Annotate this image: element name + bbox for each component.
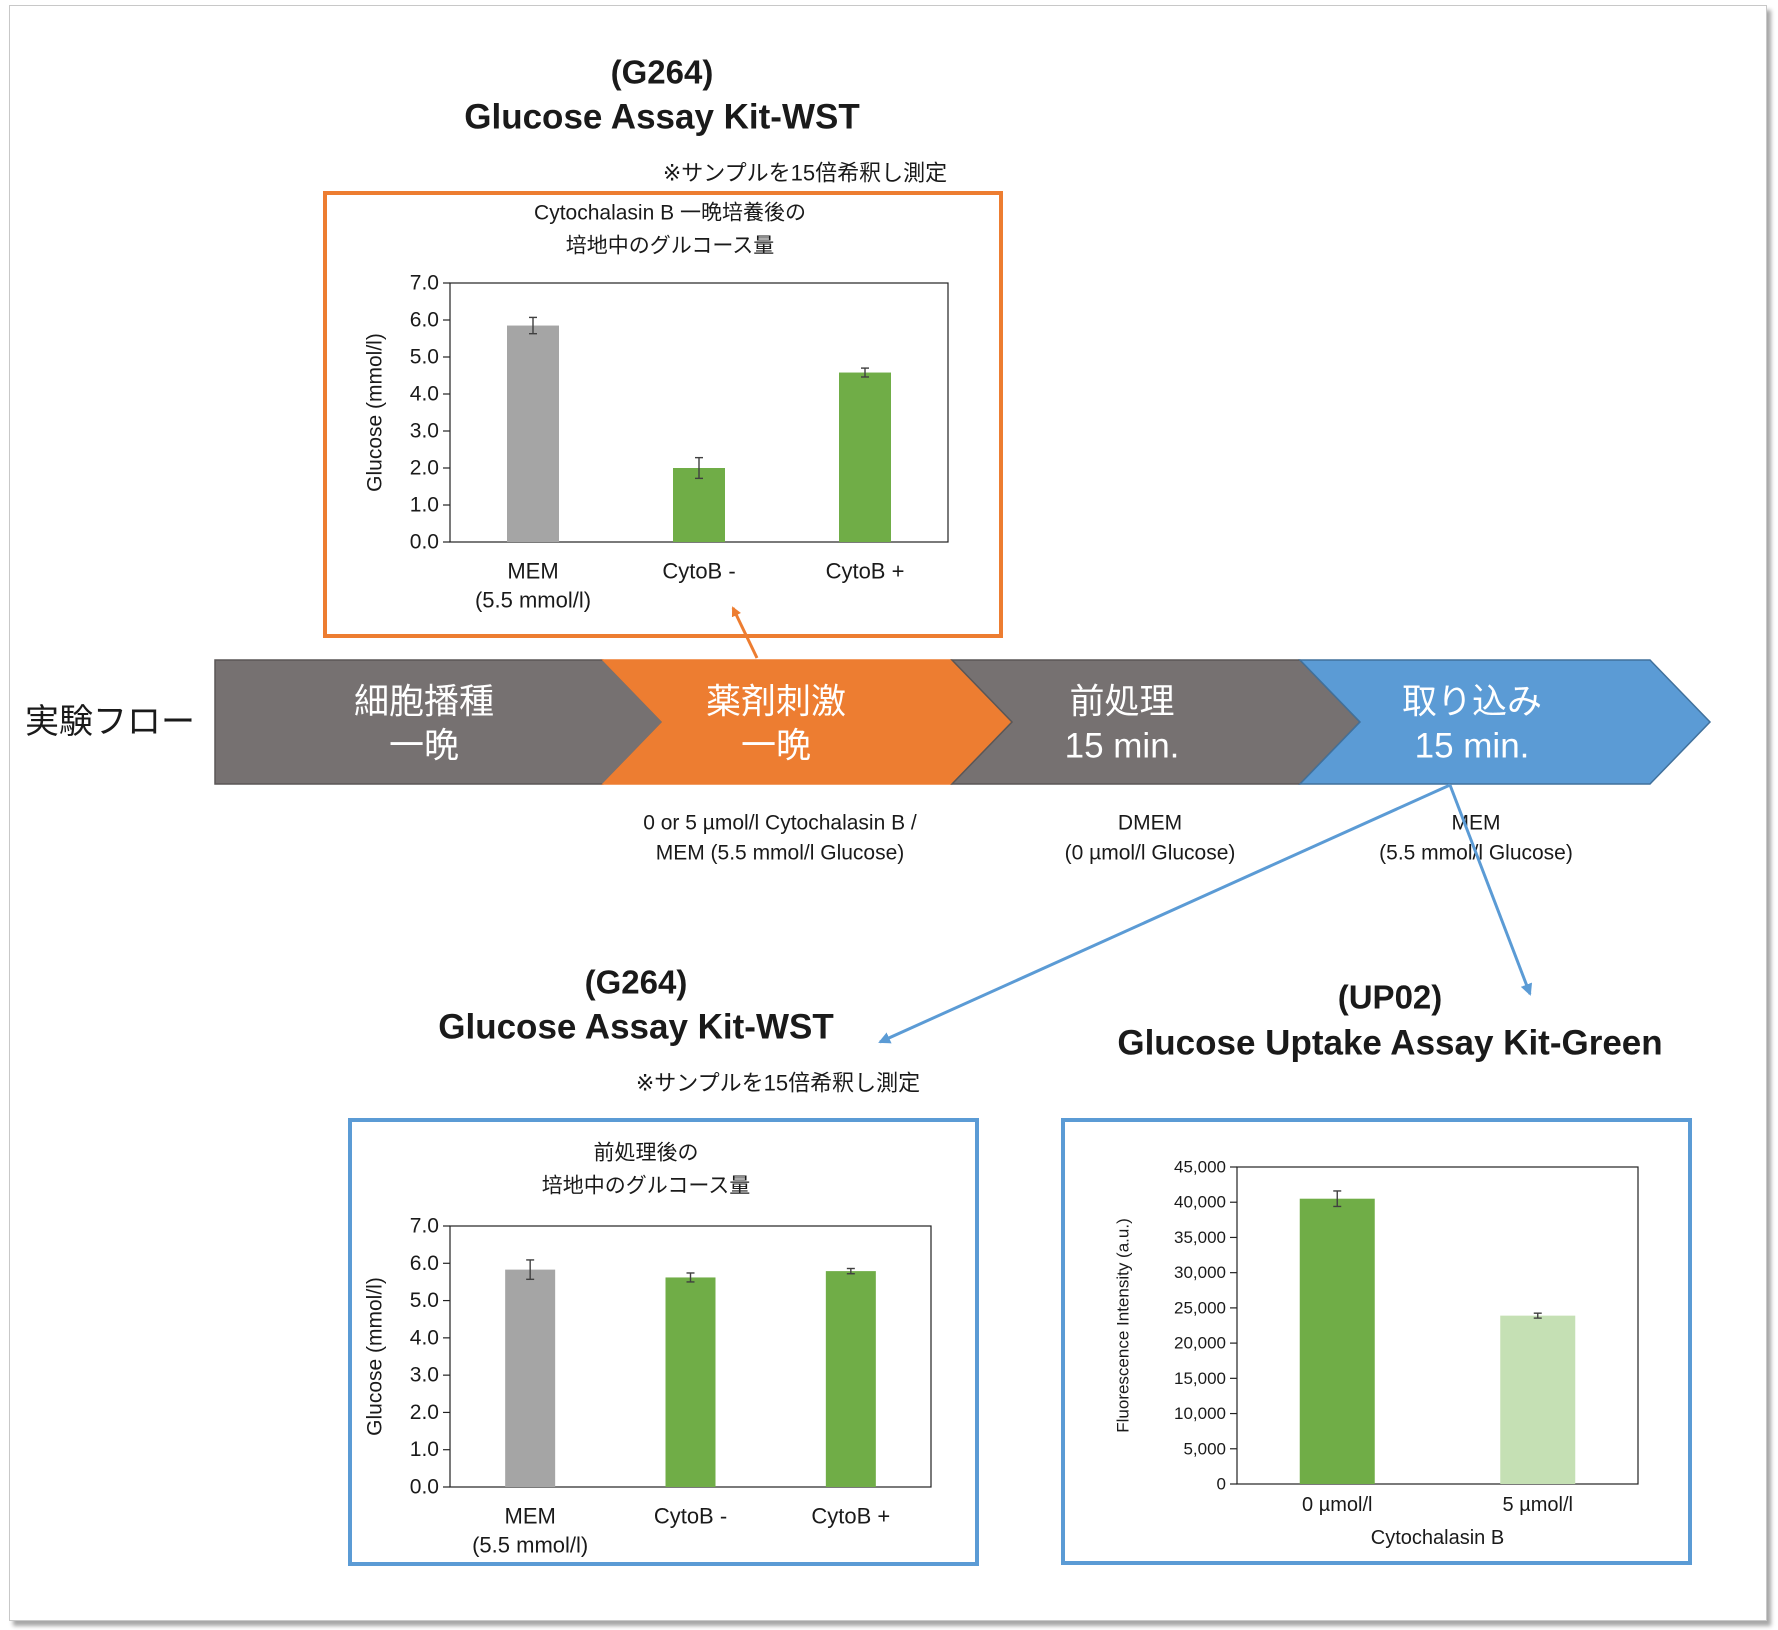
chart-title: Cytochalasin B 一晩培養後の — [534, 202, 806, 225]
x-tick-label: CytoB + — [811, 1504, 890, 1529]
arrow-to-top-panel — [731, 606, 759, 659]
bar — [1500, 1315, 1576, 1484]
plot-area — [1236, 1166, 1639, 1485]
flow-step-duration: 一晩 — [741, 727, 811, 766]
y-tick-label: 20,000 — [1174, 1334, 1226, 1353]
y-tick-label: 3.0 — [410, 1364, 439, 1387]
bottom-left-kit-name: Glucose Assay Kit-WST — [438, 1008, 833, 1047]
arrow-to-bottom-left-panel — [878, 783, 1451, 1044]
top-kit-name: Glucose Assay Kit-WST — [464, 98, 859, 137]
y-tick-label: 0.0 — [410, 531, 439, 554]
flow-title: 実験フロー — [25, 703, 195, 741]
bar — [825, 1271, 876, 1487]
flow-step-label: 細胞播種 — [354, 683, 494, 722]
flow-step-label: 前処理 — [1069, 683, 1174, 722]
bar — [665, 1277, 716, 1487]
x-tick-label: MEM — [507, 559, 558, 584]
y-tick-label: 1.0 — [410, 1438, 439, 1461]
top-kit-code: (G264) — [611, 54, 714, 91]
x-tick-label: 5 µmol/l — [1503, 1494, 1573, 1516]
y-tick-label: 1.0 — [410, 494, 439, 517]
x-tick-label: (5.5 mmol/l) — [472, 1533, 588, 1558]
flow-step-duration: 15 min. — [1415, 727, 1530, 766]
flow-step-duration: 一晩 — [389, 727, 459, 766]
top-panel-box — [323, 191, 1003, 638]
flow-step-4 — [1298, 659, 1712, 785]
flow-note: MEM — [1452, 812, 1501, 835]
y-tick-label: 5.0 — [410, 1289, 439, 1312]
x-tick-label: (5.5 mmol/l) — [475, 588, 591, 613]
y-tick-label: 5.0 — [410, 346, 439, 369]
y-tick-label: 7.0 — [410, 272, 439, 295]
y-axis-label: Glucose (mmol/l) — [364, 1277, 387, 1436]
bottom-right-kit-code: (UP02) — [1338, 979, 1443, 1016]
flow-note: DMEM — [1118, 812, 1182, 835]
y-axis-label: Glucose (mmol/l) — [364, 333, 387, 492]
bottom-right-panel-box — [1061, 1118, 1692, 1565]
y-tick-label: 40,000 — [1174, 1193, 1226, 1212]
y-tick-label: 2.0 — [410, 1401, 439, 1424]
x-axis-label: Cytochalasin B — [1371, 1527, 1504, 1549]
y-tick-label: 7.0 — [410, 1215, 439, 1238]
y-tick-label: 30,000 — [1174, 1263, 1226, 1282]
flow-note: MEM (5.5 mmol/l Glucose) — [656, 842, 905, 865]
bottom-left-panel-box — [348, 1118, 979, 1566]
chart-title: 前処理後の — [594, 1142, 699, 1165]
flow-step-label: 取り込み — [1402, 683, 1542, 722]
y-tick-label: 45,000 — [1174, 1158, 1226, 1177]
bar — [505, 1269, 556, 1487]
x-tick-label: CytoB - — [662, 559, 735, 584]
flow-step-label: 薬剤刺激 — [706, 683, 846, 722]
chart-3: 0 5,000 10,000 15,000 20,000 25,000 30,000 35,0… — [1114, 1158, 1639, 1549]
y-tick-label: 5,000 — [1183, 1439, 1226, 1458]
x-tick-label: CytoB - — [654, 1504, 727, 1529]
x-tick-label: 0 µmol/l — [1302, 1494, 1372, 1516]
chart-title: 培地中のグルコース量 — [566, 235, 775, 258]
y-tick-label: 10,000 — [1174, 1404, 1226, 1423]
y-tick-label: 6.0 — [410, 1252, 439, 1275]
bar — [1299, 1198, 1375, 1484]
bottom-left-dilution-note: ※サンプルを15倍希釈し測定 — [636, 1071, 920, 1096]
y-tick-label: 4.0 — [410, 1326, 439, 1349]
y-tick-label: 2.0 — [410, 457, 439, 480]
bar — [839, 372, 891, 542]
y-tick-label: 0 — [1217, 1475, 1226, 1494]
top-dilution-note: ※サンプルを15倍希釈し測定 — [663, 161, 947, 186]
y-tick-label: 25,000 — [1174, 1298, 1226, 1317]
flow-step-duration: 15 min. — [1065, 727, 1180, 766]
bottom-left-kit-code: (G264) — [585, 964, 688, 1001]
flow-note: (0 µmol/l Glucose) — [1065, 842, 1236, 865]
arrow-to-bottom-right-panel — [1448, 784, 1533, 996]
bar — [507, 325, 559, 542]
y-tick-label: 3.0 — [410, 420, 439, 443]
y-tick-label: 15,000 — [1174, 1369, 1226, 1388]
y-tick-label: 4.0 — [410, 383, 439, 406]
chart-title: 培地中のグルコース量 — [542, 1175, 751, 1198]
figure-frame — [9, 5, 1767, 1621]
y-axis-label: Fluorescence Intensity (a.u.) — [1114, 1218, 1133, 1432]
bottom-right-kit-name: Glucose Uptake Assay Kit-Green — [1117, 1024, 1662, 1063]
x-tick-label: CytoB + — [826, 559, 905, 584]
y-tick-label: 6.0 — [410, 309, 439, 332]
y-tick-label: 0.0 — [410, 1476, 439, 1499]
bar — [673, 468, 725, 542]
flow-note: 0 or 5 µmol/l Cytochalasin B / — [643, 812, 917, 835]
x-tick-label: MEM — [505, 1504, 556, 1529]
y-tick-label: 35,000 — [1174, 1228, 1226, 1247]
